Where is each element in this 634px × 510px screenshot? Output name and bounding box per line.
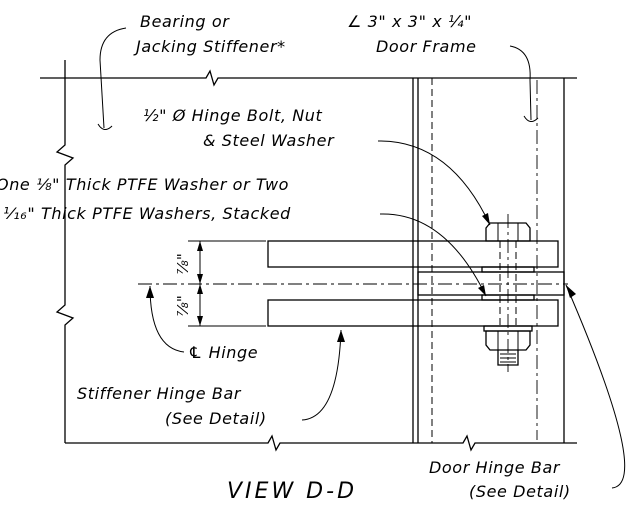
label-hinge-bolt-1: ½" Ø Hinge Bolt, Nut [143,106,323,125]
leader-lines [97,27,626,489]
label-hinge-centerline: ℄ Hinge [188,343,258,362]
stiffener-hinge-bar-lower [267,299,559,327]
stiffener-hinge-bar-upper [267,240,559,268]
label-bearing-stiffener-2: Jacking Stiffener* [133,37,286,56]
label-bearing-stiffener-1: Bearing or [140,12,230,31]
label-ptfe-2: ¹⁄₁₆" Thick PTFE Washers, Stacked [3,204,291,223]
label-hinge-bolt-2: & Steel Washer [203,131,335,150]
label-stiffener-bar-2: (See Detail) [165,409,267,428]
label-stiffener-bar-1: Stiffener Hinge Bar [77,384,242,403]
dimension-lower: ⅞" [174,295,192,316]
stiffener-outline [40,60,577,452]
door-frame-angle [412,78,565,443]
dimension-upper: ⅞" [174,253,192,274]
label-door-hinge-bar-2: (See Detail) [469,482,571,501]
dimension-lines [188,240,266,327]
door-hinge-bar [417,271,565,296]
label-door-frame-2: Door Frame [376,37,477,56]
label-door-hinge-bar-1: Door Hinge Bar [429,458,561,477]
hinge-bolt-assembly [481,214,535,372]
view-title: VIEW D-D [227,479,357,504]
label-ptfe-1: One ⅛" Thick PTFE Washer or Two [0,175,289,194]
label-door-frame-1: ∠ 3" x 3" x ¼" [347,12,472,31]
